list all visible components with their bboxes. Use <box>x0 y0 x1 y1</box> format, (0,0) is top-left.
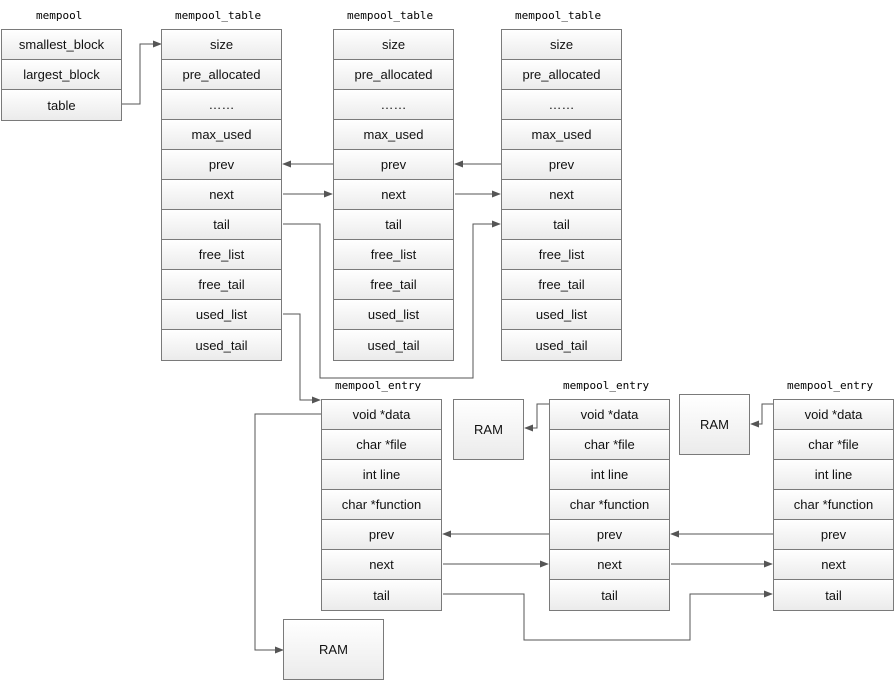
entry3-data-arrow <box>750 403 773 428</box>
mempool-entry-2: void *data char *file int line char *fun… <box>549 399 670 611</box>
table-field: used_tail <box>334 330 453 360</box>
entry-title: mempool_entry <box>787 379 874 392</box>
mempool-field: smallest_block <box>2 30 121 60</box>
ram-box: RAM <box>679 394 750 455</box>
table-field: used_tail <box>502 330 621 360</box>
entry-field: int line <box>322 460 441 490</box>
table-field: prev <box>334 150 453 180</box>
table-field: max_used <box>334 120 453 150</box>
table-field: next <box>502 180 621 210</box>
table-field: size <box>502 30 621 60</box>
entry-field: void *data <box>774 400 893 430</box>
table-field: used_tail <box>162 330 281 360</box>
table-field: free_list <box>334 240 453 270</box>
entry-title: mempool_entry <box>335 379 422 392</box>
table1-tail-arrow <box>283 220 501 379</box>
table-field: next <box>334 180 453 210</box>
table-field: free_list <box>162 240 281 270</box>
entry-title: mempool_entry <box>563 379 650 392</box>
table-field: used_list <box>502 300 621 330</box>
entry-field: next <box>774 550 893 580</box>
used-list-arrow <box>283 313 321 404</box>
table-title: mempool_table <box>515 9 602 22</box>
table-title: mempool_table <box>347 9 434 22</box>
entry-field: tail <box>550 580 669 610</box>
entry2-data-arrow <box>524 403 549 432</box>
table-field: used_list <box>162 300 281 330</box>
mempool-entry-1: void *data char *file int line char *fun… <box>321 399 442 611</box>
entry-field: char *function <box>322 490 441 520</box>
ram-box: RAM <box>453 399 524 460</box>
entry-field: void *data <box>550 400 669 430</box>
entry-field: void *data <box>322 400 441 430</box>
entry-field: char *function <box>550 490 669 520</box>
entry1-tail-arrow <box>443 590 773 641</box>
table-field: prev <box>162 150 281 180</box>
table-field: free_tail <box>162 270 281 300</box>
entry-field: tail <box>322 580 441 610</box>
entry-field: next <box>550 550 669 580</box>
entry-field: int line <box>550 460 669 490</box>
table-field: size <box>334 30 453 60</box>
table-field: tail <box>162 210 281 240</box>
entry-field: char *file <box>774 430 893 460</box>
table-field: …… <box>334 90 453 120</box>
table-field: tail <box>502 210 621 240</box>
entry-field: char *function <box>774 490 893 520</box>
table-field: prev <box>502 150 621 180</box>
mempool-field: table <box>2 90 121 120</box>
entry1-data-arrow <box>254 413 321 654</box>
mempool-entry-3: void *data char *file int line char *fun… <box>773 399 894 611</box>
table-field: pre_allocated <box>162 60 281 90</box>
table-field: free_tail <box>502 270 621 300</box>
table-field: size <box>162 30 281 60</box>
mempool-struct: smallest_block largest_block table <box>1 29 122 121</box>
table-field: pre_allocated <box>502 60 621 90</box>
table-title: mempool_table <box>175 9 262 22</box>
table-field: max_used <box>162 120 281 150</box>
entry-field: tail <box>774 580 893 610</box>
entry-field: prev <box>774 520 893 550</box>
table-pointer-arrow <box>122 40 162 105</box>
entry-field: int line <box>774 460 893 490</box>
table-field: tail <box>334 210 453 240</box>
mempool-table-1: size pre_allocated …… max_used prev next… <box>161 29 282 361</box>
ram-box: RAM <box>283 619 384 680</box>
mempool-field: largest_block <box>2 60 121 90</box>
table-field: max_used <box>502 120 621 150</box>
entry-field: char *file <box>322 430 441 460</box>
table-field: pre_allocated <box>334 60 453 90</box>
table-field: free_tail <box>334 270 453 300</box>
mempool-title: mempool <box>36 9 83 22</box>
table-field: free_list <box>502 240 621 270</box>
entry-field: next <box>322 550 441 580</box>
table-field: …… <box>502 90 621 120</box>
mempool-table-3: size pre_allocated …… max_used prev next… <box>501 29 622 361</box>
table-field: next <box>162 180 281 210</box>
entry-field: char *file <box>550 430 669 460</box>
entry-field: prev <box>550 520 669 550</box>
entry-field: prev <box>322 520 441 550</box>
table-field: …… <box>162 90 281 120</box>
mempool-table-2: size pre_allocated …… max_used prev next… <box>333 29 454 361</box>
table-field: used_list <box>334 300 453 330</box>
